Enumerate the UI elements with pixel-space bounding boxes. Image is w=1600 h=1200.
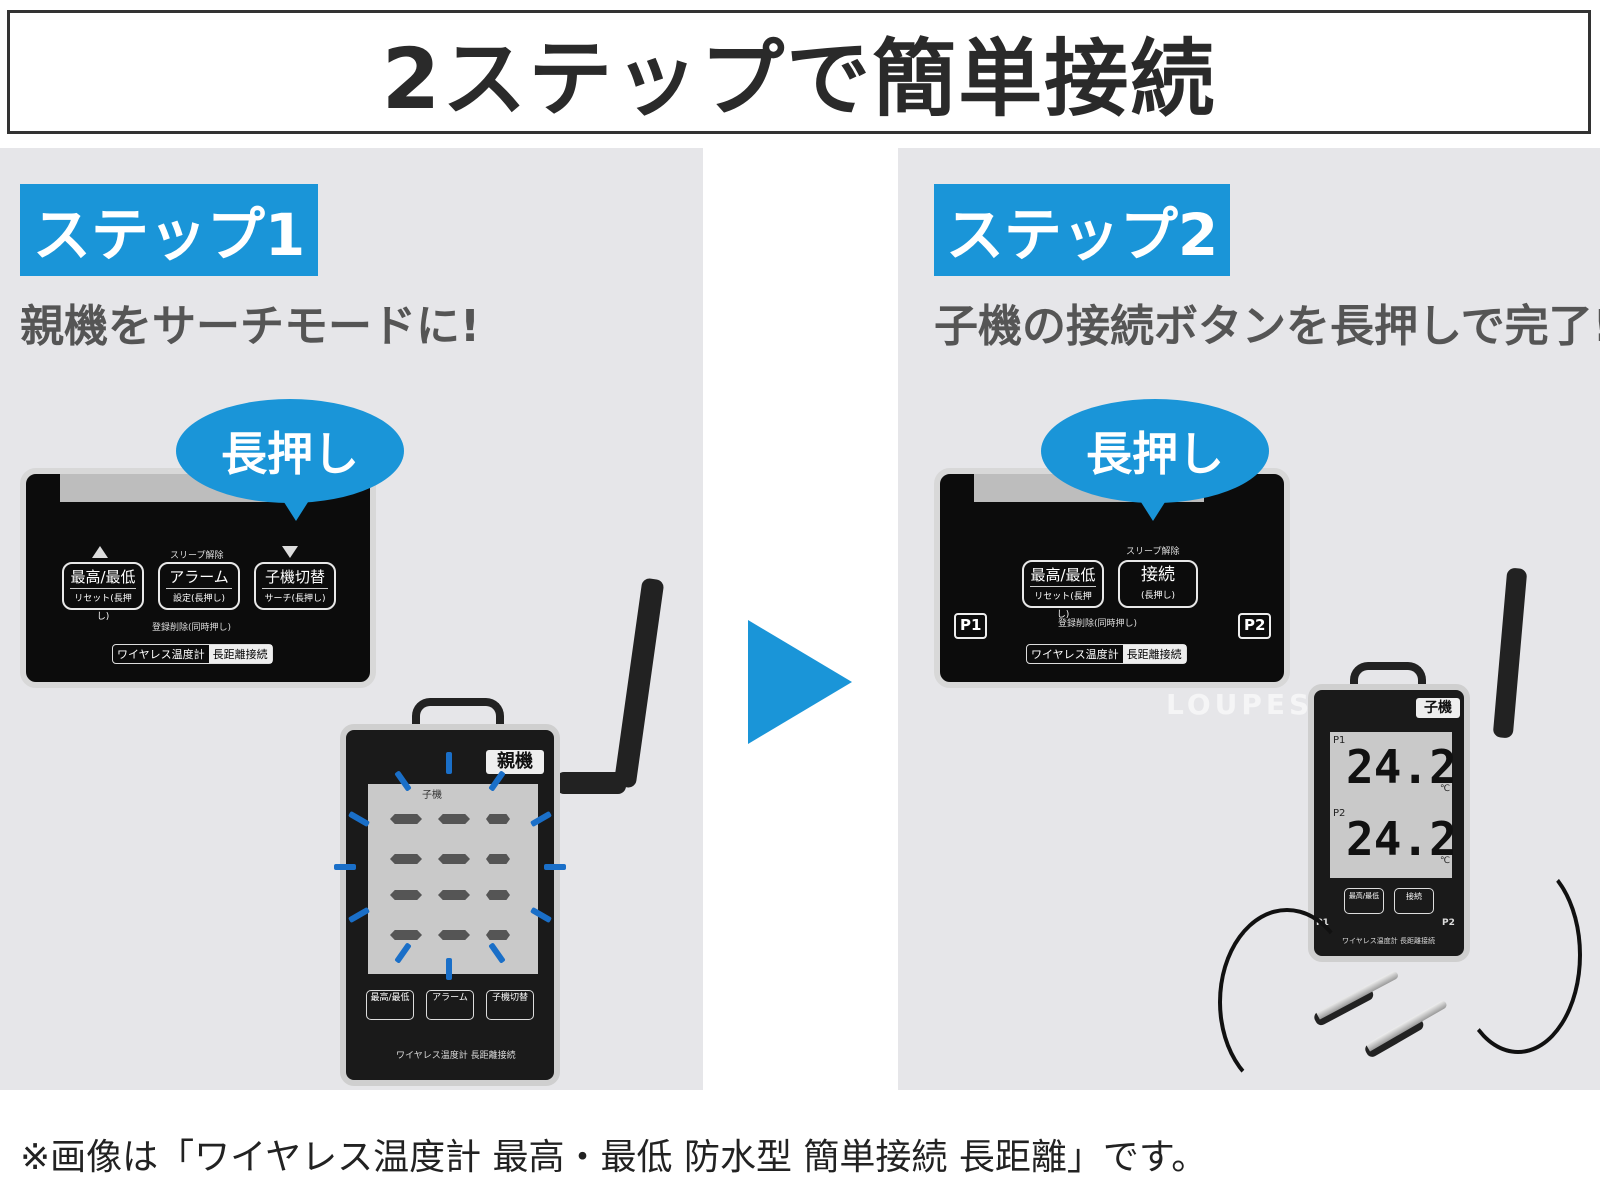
flash-mark: [446, 958, 452, 980]
up-arrow-icon: [92, 546, 108, 558]
unit-p2-label: P2: [1442, 918, 1455, 928]
lcd-segment: [438, 854, 470, 864]
unit-symbol-1: ℃: [1440, 784, 1451, 794]
lcd-segment: [390, 930, 422, 940]
lcd-p1-label: P1: [1333, 735, 1346, 746]
unit-symbol-2: ℃: [1440, 856, 1451, 866]
unit-alarm-button[interactable]: アラーム: [426, 990, 474, 1020]
lcd-child-label: 子機: [422, 790, 442, 801]
unit-connect-label: 接続: [1406, 892, 1422, 901]
unit-brand-left: ワイヤレス温度計: [396, 1051, 468, 1061]
antenna-connector: [556, 772, 626, 794]
long-press-bubble: 長押し: [176, 399, 404, 521]
sleep-label: スリープ解除: [170, 551, 224, 561]
max-min-button[interactable]: 最高/最低 リセット(長押し): [1022, 560, 1104, 620]
step2-panel: ステップ2 子機の接続ボタンを長押しで完了! スリープ解除 最高/最低 リセット…: [898, 148, 1600, 1090]
flash-mark: [544, 864, 566, 870]
antenna: [613, 577, 665, 789]
child-unit-tag: 子機: [1416, 698, 1460, 718]
unit-brand: ワイヤレス温度計 長距離接続: [396, 1048, 516, 1061]
flash-mark: [334, 864, 356, 870]
parent-lcd: 子機: [368, 784, 538, 974]
sleep-label: スリープ解除: [1126, 547, 1180, 557]
child-switch-label: 子機切替: [264, 568, 325, 586]
step1-panel: ステップ1 親機をサーチモードに! スリープ解除 最高/最低 リセット(長押し)…: [0, 148, 703, 1090]
sensor-cable: [1454, 856, 1582, 1054]
child-lcd: P1 24.2 ℃ P2 24.2 ℃: [1330, 732, 1457, 878]
reset-label: リセット(長押し): [1030, 586, 1096, 624]
unit-connect-button[interactable]: 接続: [1394, 888, 1434, 914]
unit-child-switch-label: 子機切替: [491, 993, 528, 1003]
search-label: サーチ(長押し): [262, 588, 328, 608]
brand-left: ワイヤレス温度計: [1031, 648, 1119, 661]
alarm-label: アラーム: [169, 568, 229, 586]
probe: [1366, 999, 1448, 1052]
unit-max-min-button[interactable]: 最高/最低: [1344, 888, 1384, 914]
delete-registration-label: 登録削除(同時押し): [1058, 619, 1138, 629]
lcd-segment: [390, 814, 422, 824]
child-switch-button[interactable]: 子機切替 サーチ(長押し): [254, 562, 336, 610]
parent-unit: 親機 子機 最高/最低 アラーム 子機切替 ワイヤレス温度計 長距離接: [340, 724, 560, 1086]
p1-button[interactable]: P1: [954, 613, 988, 639]
child-unit: 子機 P1 24.2 ℃ P2 24.2 ℃ 最高/最低 接続 P1 P2 ワイ…: [1308, 684, 1470, 962]
unit-max-min-label: 最高/最低: [1348, 892, 1380, 900]
lcd-segment: [438, 930, 470, 940]
unit-brand-right: 長距離接続: [470, 1051, 516, 1061]
lcd-segment: [486, 890, 510, 900]
unit-max-min-button[interactable]: 最高/最低: [366, 990, 414, 1020]
unit-brand-right: 長距離接続: [1400, 937, 1436, 945]
lcd-segment: [486, 930, 510, 940]
hanging-hook: [1350, 662, 1426, 698]
antenna: [1492, 567, 1528, 739]
footer-note: ※画像は「ワイヤレス温度計 最高・最低 防水型 簡単接続 長距離」です。: [20, 1137, 1208, 1178]
title-box: 2ステップで簡単接続: [7, 10, 1591, 134]
child-unit-closeup: スリープ解除 最高/最低 リセット(長押し) 接続 (長押し) P1 P2 登録…: [934, 468, 1290, 688]
brand-strip: ワイヤレス温度計 長距離接続: [1026, 644, 1187, 664]
hanging-hook: [412, 698, 504, 742]
max-min-label: 最高/最低: [70, 568, 136, 586]
lcd-p2-label: P2: [1333, 808, 1346, 819]
brand-strip: ワイヤレス温度計 長距離接続: [112, 644, 273, 664]
reading-p2: 24.2: [1346, 812, 1457, 866]
alarm-button[interactable]: アラーム 設定(長押し): [158, 562, 240, 610]
reset-label: リセット(長押し): [70, 588, 136, 626]
connect-label: 接続: [1141, 565, 1175, 585]
step2-badge: ステップ2: [934, 184, 1230, 276]
unit-brand: ワイヤレス温度計 長距離接続: [1342, 936, 1435, 946]
long-press-bubble: 長押し: [1041, 399, 1269, 521]
unit-child-switch-button[interactable]: 子機切替: [486, 990, 534, 1020]
brand-left: ワイヤレス温度計: [117, 648, 205, 661]
connect-button[interactable]: 接続 (長押し): [1118, 560, 1198, 608]
alarm-setting-label: 設定(長押し): [166, 588, 232, 608]
p2-button[interactable]: P2: [1238, 613, 1272, 639]
lcd-segment: [390, 854, 422, 864]
brand-right: 長距離接続: [1122, 645, 1186, 663]
step1-badge: ステップ1: [20, 184, 318, 276]
flash-mark: [446, 752, 452, 774]
max-min-button[interactable]: 最高/最低 リセット(長押し): [62, 562, 144, 622]
delete-registration-label: 登録削除(同時押し): [152, 623, 232, 633]
lcd-segment: [438, 890, 470, 900]
lcd-segment: [486, 814, 510, 824]
step2-description: 子機の接続ボタンを長押しで完了!: [934, 301, 1600, 352]
sensor-cable: [1218, 908, 1356, 1090]
unit-alarm-label: アラーム: [432, 993, 468, 1003]
page-title: 2ステップで簡単接続: [381, 29, 1217, 128]
long-press-label: (長押し): [1140, 591, 1176, 601]
unit-brand-left: ワイヤレス温度計: [1342, 937, 1398, 945]
reading-p1: 24.2: [1346, 740, 1457, 794]
brand-right: 長距離接続: [208, 645, 272, 663]
parent-unit-tag: 親機: [486, 750, 544, 774]
lcd-segment: [486, 854, 510, 864]
down-arrow-icon: [282, 546, 298, 558]
lcd-segment: [438, 814, 470, 824]
next-arrow-icon: [748, 620, 852, 744]
unit-max-min-label: 最高/最低: [370, 993, 410, 1003]
parent-unit-closeup: スリープ解除 最高/最低 リセット(長押し) アラーム 設定(長押し) 子機切替…: [20, 468, 376, 688]
lcd-segment: [390, 890, 422, 900]
max-min-label: 最高/最低: [1030, 566, 1096, 584]
step1-description: 親機をサーチモードに!: [20, 301, 481, 352]
